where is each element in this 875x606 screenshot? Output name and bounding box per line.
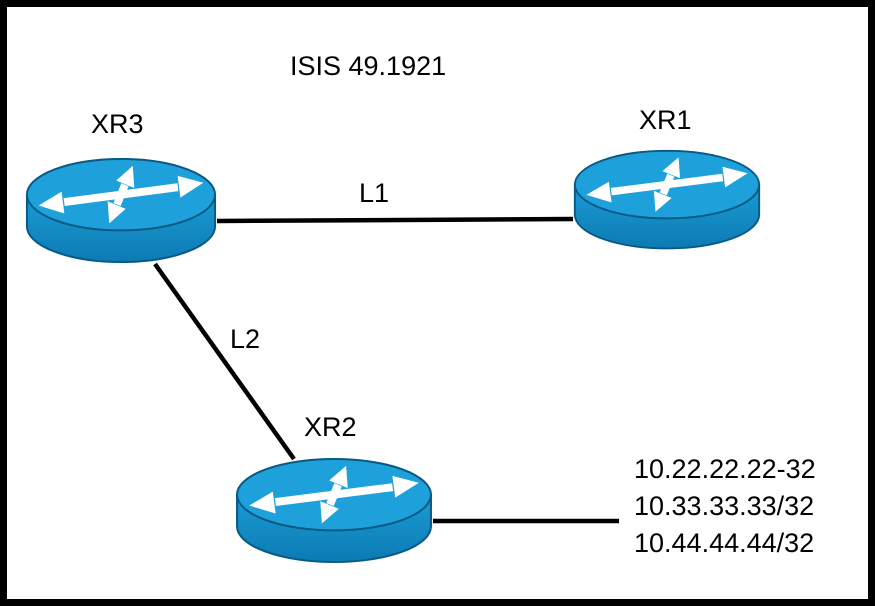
router-label-xr3: XR3: [91, 109, 144, 139]
prefix-line: 10.33.33.33/32: [634, 491, 815, 521]
router-xr2-icon: [233, 455, 435, 569]
router-label-xr2: XR2: [304, 412, 357, 442]
link-l1-label: L1: [359, 178, 390, 208]
diagram-title: ISIS 49.1921: [290, 51, 447, 81]
prefix-line: 10.22.22.22-32: [634, 454, 816, 484]
link-l2-line: [153, 262, 296, 461]
router-xr1-icon: [571, 147, 763, 255]
prefix-line: 10.44.44.44/32: [634, 528, 815, 558]
router-label-xr1: XR1: [639, 105, 692, 135]
link-l1-line: [216, 216, 574, 224]
prefix-list: 10.22.22.22-32 10.33.33.33/32 10.44.44.4…: [634, 451, 816, 562]
router-xr3-icon: [23, 155, 219, 269]
link-l2-label: L2: [230, 324, 261, 354]
